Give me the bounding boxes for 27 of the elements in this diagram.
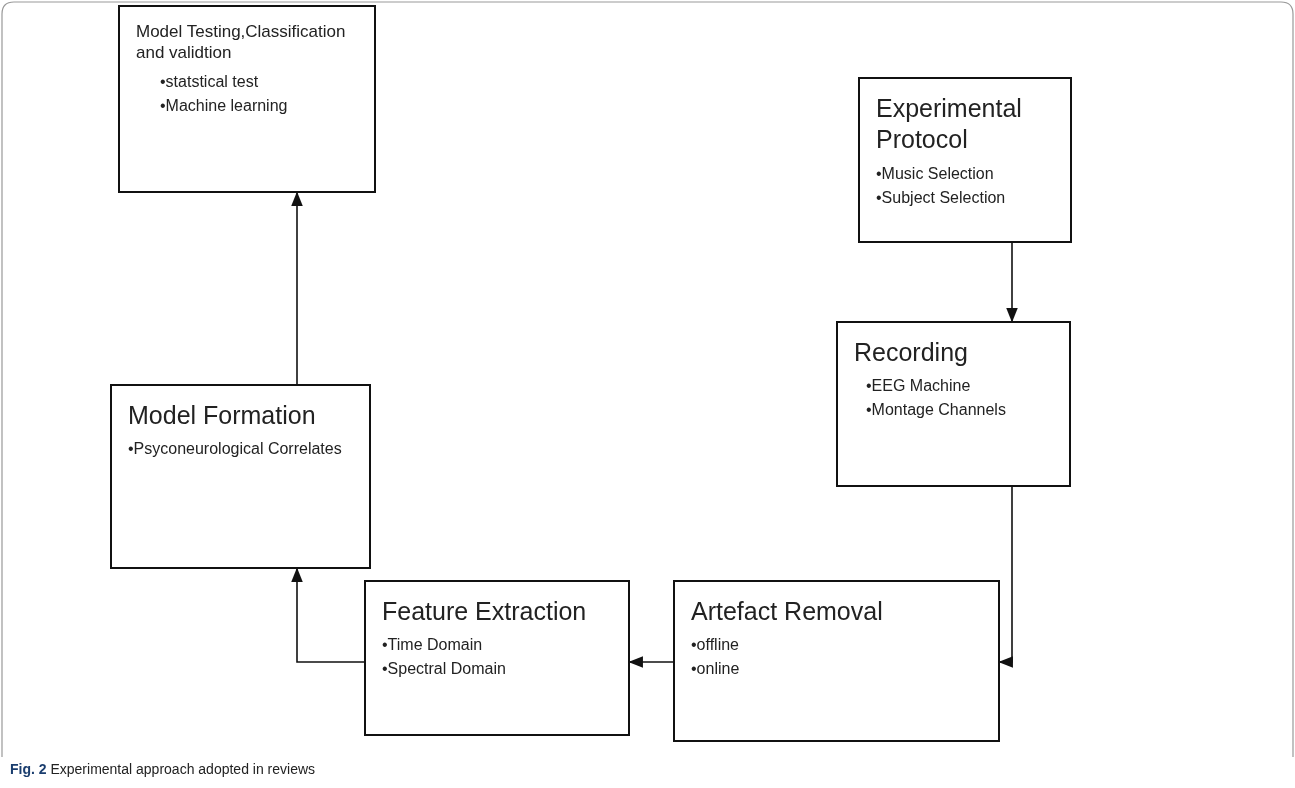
bullet-item: •Music Selection <box>876 163 995 184</box>
box-title: Model Testing,Classification and validtion <box>136 21 347 64</box>
process-box <box>836 321 1071 487</box>
bullet-item: •Subject Selection <box>876 187 1007 208</box>
box-title: Model Formation <box>128 400 317 431</box>
box-title: Experimental Protocol <box>876 93 1023 156</box>
arrow <box>1006 242 1018 323</box>
box-title: Recording <box>854 337 969 368</box>
bullet-item: •Psyconeurological Correlates <box>128 439 343 460</box>
bullet-item: •Montage Channels <box>865 400 1007 421</box>
box-title: Feature Extraction <box>382 596 588 627</box>
bullet-item: •Machine learning <box>159 95 289 116</box>
bullet-item: •Spectral Domain <box>382 659 507 680</box>
arrow <box>291 191 303 385</box>
bullet-item: •offline <box>691 635 740 656</box>
process-box <box>364 580 630 736</box>
bullet-item: •Time Domain <box>382 635 484 656</box>
bullet-item: •statstical test <box>159 71 260 92</box>
box-title: Artefact Removal <box>691 596 884 627</box>
arrow <box>291 567 365 663</box>
process-box <box>110 384 371 569</box>
bullet-item: •EEG Machine <box>865 376 972 397</box>
figure-caption: Fig. 2 Experimental approach adopted in reviews <box>10 761 316 777</box>
process-box <box>118 5 376 193</box>
process-box <box>673 580 1000 742</box>
process-box <box>858 77 1072 243</box>
bullet-item: •online <box>691 659 741 680</box>
